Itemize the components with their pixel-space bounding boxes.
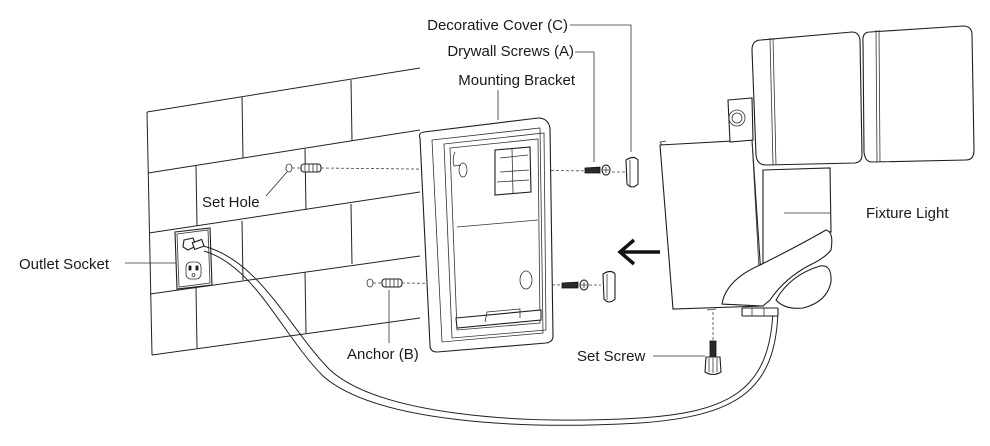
set-hole-top [285,163,293,173]
fixture-light [659,25,975,317]
direction-arrow-left-icon [617,238,660,266]
label-set-hole: Set Hole [202,194,260,211]
set-screw [704,312,722,376]
drywall-screw-top [584,164,611,176]
anchor-bottom [381,278,403,288]
label-mounting-bracket: Mounting Bracket [458,72,576,89]
brick-wall [146,67,421,356]
label-fixture-light: Fixture Light [866,205,949,222]
decorative-cover-bottom [602,270,616,303]
label-set-screw: Set Screw [577,348,646,365]
label-decorative-cover: Decorative Cover (C) [427,17,568,34]
label-drywall-screws: Drywall Screws (A) [447,43,574,60]
power-cord [202,245,779,426]
label-outlet-socket: Outlet Socket [19,256,110,273]
drywall-screw-bottom [561,279,589,291]
set-hole-bottom [366,278,374,288]
label-anchor: Anchor (B) [347,346,419,363]
callout-leaders [125,24,831,357]
mounting-bracket [418,117,554,353]
decorative-cover-top [625,156,639,188]
outlet-socket [174,227,213,290]
anchor-top [300,163,322,173]
